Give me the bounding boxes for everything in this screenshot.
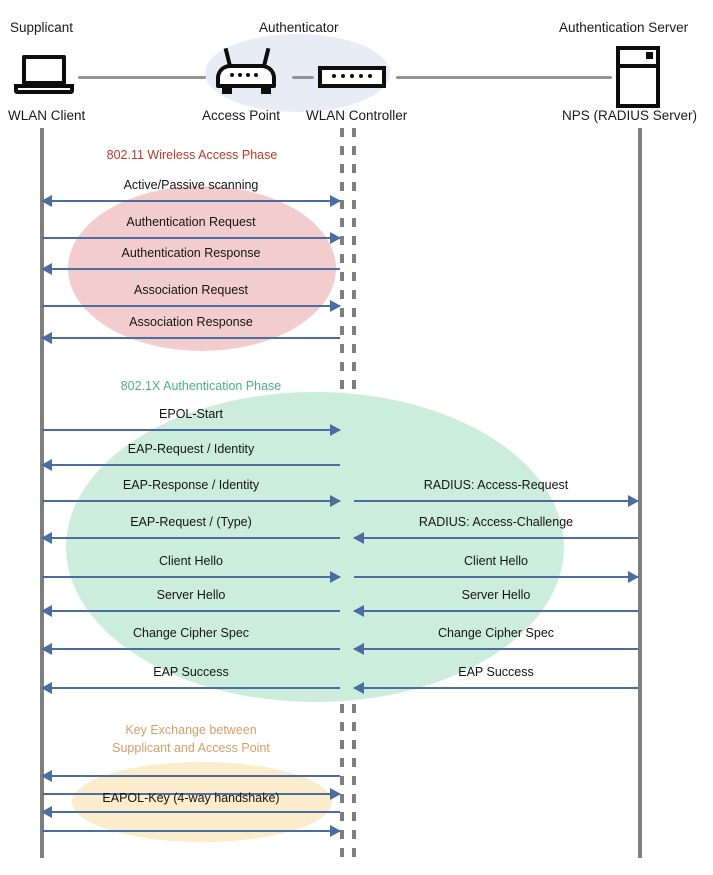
message-label: Client Hello bbox=[464, 554, 528, 568]
phase-title-wireless-access: 802.11 Wireless Access Phase bbox=[106, 148, 278, 162]
actor-name-wlan-client: WLAN Client bbox=[8, 108, 86, 123]
message-label: Change Cipher Spec bbox=[132, 626, 250, 640]
message-label: EAP-Request / (Type) bbox=[130, 515, 252, 529]
message-label: Association Request bbox=[134, 283, 248, 297]
actor-name-nps-radius-server: NPS (RADIUS Server) bbox=[562, 108, 698, 123]
message-label: EAPOL-Key (4-way handshake) bbox=[102, 791, 280, 805]
message-label: EPOL-Start bbox=[159, 407, 223, 421]
lifeline-authentication-server bbox=[638, 128, 642, 858]
phase-title-key-exchange: Key Exchange between Supplicant and Acce… bbox=[85, 721, 297, 757]
message-label: Association Response bbox=[129, 315, 253, 329]
message-label: RADIUS: Access-Request bbox=[423, 478, 569, 492]
message-label: Authentication Request bbox=[126, 215, 256, 229]
actor-role-authentication-server: Authentication Server bbox=[559, 20, 689, 35]
message-label: EAP-Request / Identity bbox=[127, 442, 255, 456]
phase-title-dot1x-authentication: 802.1X Authentication Phase bbox=[120, 379, 282, 393]
actor-name-wlan-controller: WLAN Controller bbox=[306, 108, 408, 123]
actor-role-supplicant: Supplicant bbox=[10, 20, 74, 35]
wlan-controller-icon bbox=[318, 56, 386, 96]
message-label: Authentication Response bbox=[121, 246, 261, 260]
message-label: Active/Passive scanning bbox=[123, 178, 259, 192]
server-icon bbox=[616, 46, 660, 108]
message-label: Change Cipher Spec bbox=[437, 626, 555, 640]
message-label: EAP-Response / Identity bbox=[122, 478, 260, 492]
message-label: Client Hello bbox=[159, 554, 223, 568]
phase-blob-dot1x-authentication bbox=[66, 392, 564, 702]
message-label: Server Hello bbox=[156, 588, 226, 602]
message-label: Server Hello bbox=[461, 588, 531, 602]
phase-title-key-exchange-line1: Key Exchange between bbox=[125, 723, 257, 737]
wire-client-to-ap bbox=[78, 76, 206, 79]
lifeline-supplicant bbox=[40, 128, 44, 858]
laptop-icon bbox=[14, 55, 74, 99]
message-label: RADIUS: Access-Challenge bbox=[418, 515, 574, 529]
actor-role-authenticator: Authenticator bbox=[259, 20, 339, 35]
wire-ap-to-controller bbox=[292, 76, 314, 79]
message-label: EAP Success bbox=[458, 665, 534, 679]
message-label: EAP Success bbox=[153, 665, 229, 679]
phase-title-key-exchange-line2: Supplicant and Access Point bbox=[112, 741, 270, 755]
wire-controller-to-server bbox=[396, 76, 612, 79]
actor-name-access-point: Access Point bbox=[202, 108, 281, 123]
access-point-icon bbox=[216, 47, 276, 98]
